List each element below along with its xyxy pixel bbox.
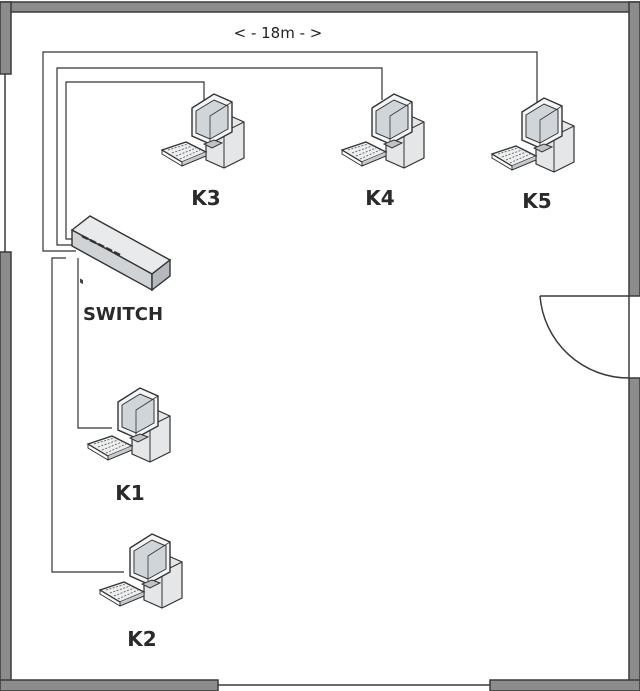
dimension-label: < - 18m - > [234,24,323,42]
computer-k3[interactable] [161,93,245,169]
computer-label-k5: K5 [522,189,551,213]
switch-ports [80,278,83,285]
computer-label-k4: K4 [365,186,394,210]
computer-k1[interactable] [87,387,171,463]
switch-label: SWITCH [83,304,163,325]
network-cables [42,51,538,573]
cable-k2 [51,257,124,573]
computer-label-k1: K1 [115,481,144,505]
cable-k4 [56,67,383,246]
switch[interactable]: SWITCH [70,215,172,325]
computer-k5[interactable] [491,97,575,173]
cable-k5 [42,51,538,252]
computer-label-k2: K2 [127,627,156,651]
cable-k1 [77,258,112,429]
door [539,295,630,379]
computer-k2[interactable] [99,533,183,609]
cable-k3 [65,81,205,240]
computer-k4[interactable] [341,93,425,169]
computer-label-k3: K3 [191,186,220,210]
